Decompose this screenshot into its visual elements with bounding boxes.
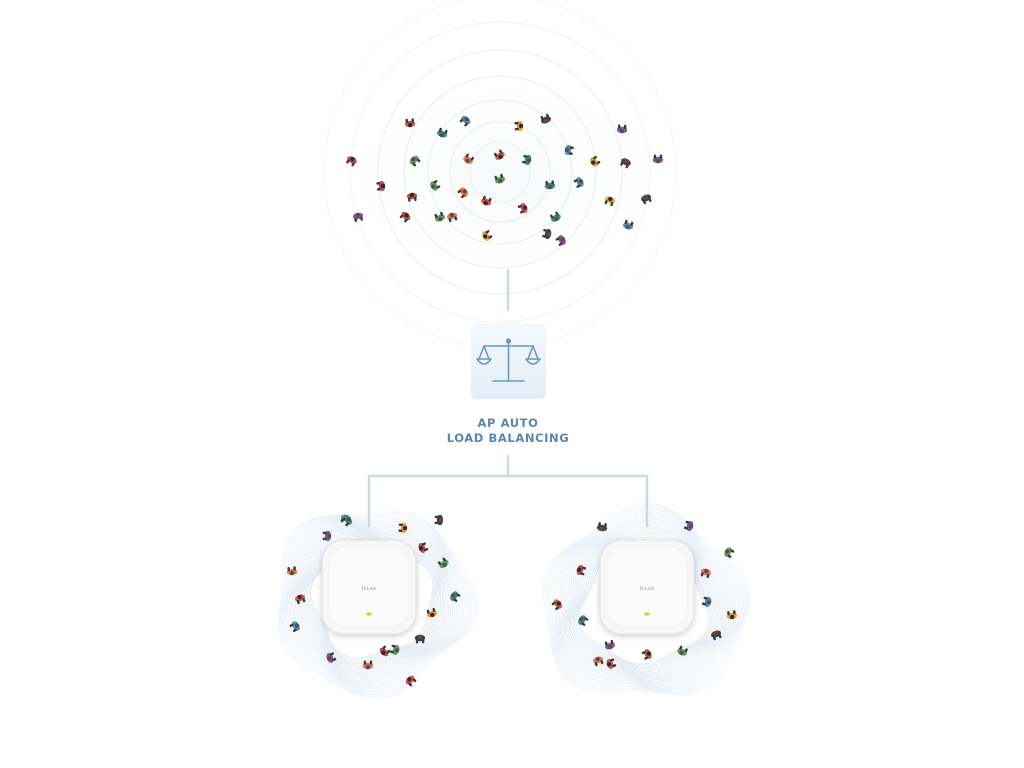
person-icon bbox=[457, 187, 468, 199]
person-icon bbox=[426, 607, 438, 618]
person-icon bbox=[418, 542, 429, 553]
person-icon bbox=[341, 515, 353, 527]
person-icon bbox=[604, 196, 616, 207]
person-icon bbox=[346, 156, 357, 167]
person-icon bbox=[517, 203, 528, 214]
person-icon bbox=[700, 568, 712, 579]
signal-rings bbox=[323, 0, 677, 349]
connectors bbox=[367, 268, 649, 528]
access-point-icon: D-Link bbox=[599, 539, 695, 635]
person-icon bbox=[551, 599, 563, 611]
crowd-people-top bbox=[346, 113, 664, 246]
person-icon bbox=[376, 180, 386, 192]
label-line-2: LOAD BALANCING bbox=[447, 431, 570, 445]
person-icon bbox=[522, 154, 532, 166]
person-icon bbox=[414, 634, 426, 644]
person-icon bbox=[604, 639, 616, 650]
person-icon bbox=[362, 660, 374, 670]
person-icon bbox=[576, 564, 587, 576]
person-icon bbox=[606, 658, 617, 670]
access-point-led bbox=[644, 612, 650, 616]
person-icon bbox=[289, 621, 300, 633]
person-icon bbox=[724, 547, 735, 558]
person-icon bbox=[430, 180, 441, 191]
person-icon bbox=[398, 522, 408, 534]
access-point-icon: D-Link bbox=[321, 539, 417, 635]
person-icon bbox=[622, 219, 634, 230]
person-icon bbox=[352, 212, 364, 222]
person-icon bbox=[701, 596, 712, 608]
person-icon bbox=[434, 211, 445, 222]
person-icon bbox=[409, 155, 421, 167]
person-icon bbox=[683, 520, 694, 532]
person-icon bbox=[542, 228, 552, 240]
person-icon bbox=[494, 173, 506, 184]
person-icon bbox=[379, 645, 391, 657]
person-icon bbox=[406, 192, 418, 202]
person-icon bbox=[578, 615, 589, 626]
person-icon bbox=[450, 591, 461, 602]
person-icon bbox=[434, 514, 444, 526]
person-icon bbox=[389, 644, 400, 656]
label-line-1: AP AUTO bbox=[477, 416, 538, 430]
person-icon bbox=[550, 211, 561, 222]
person-icon bbox=[596, 522, 608, 532]
person-icon bbox=[294, 594, 306, 605]
unbalanced-crowd bbox=[318, 0, 698, 349]
balance-scale-icon bbox=[476, 338, 541, 382]
person-icon bbox=[555, 235, 566, 246]
person-icon bbox=[437, 127, 448, 138]
person-icon bbox=[493, 149, 505, 160]
access-point-brand: D-Link bbox=[362, 586, 377, 592]
person-icon bbox=[404, 118, 416, 128]
person-icon bbox=[592, 656, 604, 667]
access-point-brand: D-Link bbox=[640, 586, 655, 592]
crowd-people-right bbox=[551, 520, 738, 670]
person-icon bbox=[459, 115, 471, 127]
person-icon bbox=[481, 195, 492, 206]
access-point-led bbox=[366, 612, 372, 616]
person-icon bbox=[590, 155, 601, 167]
person-icon bbox=[641, 194, 652, 205]
person-icon bbox=[322, 530, 332, 542]
person-icon bbox=[482, 230, 493, 241]
person-icon bbox=[405, 675, 417, 687]
person-icon bbox=[726, 610, 738, 620]
person-icon bbox=[286, 566, 298, 576]
person-icon bbox=[446, 212, 458, 223]
person-icon bbox=[620, 158, 631, 169]
person-icon bbox=[616, 124, 628, 134]
person-icon bbox=[677, 645, 688, 656]
person-icon bbox=[652, 154, 664, 164]
person-icon bbox=[540, 113, 551, 124]
person-icon bbox=[326, 652, 337, 663]
access-point-cluster-right: D-Link bbox=[542, 502, 751, 696]
person-icon bbox=[514, 120, 524, 132]
access-point-cluster-left: D-Link bbox=[277, 511, 479, 699]
person-icon bbox=[399, 211, 411, 223]
person-icon bbox=[711, 630, 722, 641]
person-icon bbox=[463, 153, 475, 164]
person-icon bbox=[437, 557, 449, 569]
person-icon bbox=[544, 180, 556, 190]
load-balancer-node: AP AUTO LOAD BALANCING bbox=[447, 324, 570, 445]
connector-branches bbox=[367, 474, 649, 528]
person-icon bbox=[641, 649, 652, 660]
person-icon bbox=[564, 144, 574, 156]
person-icon bbox=[573, 177, 584, 188]
crowd-people-left bbox=[286, 514, 461, 687]
